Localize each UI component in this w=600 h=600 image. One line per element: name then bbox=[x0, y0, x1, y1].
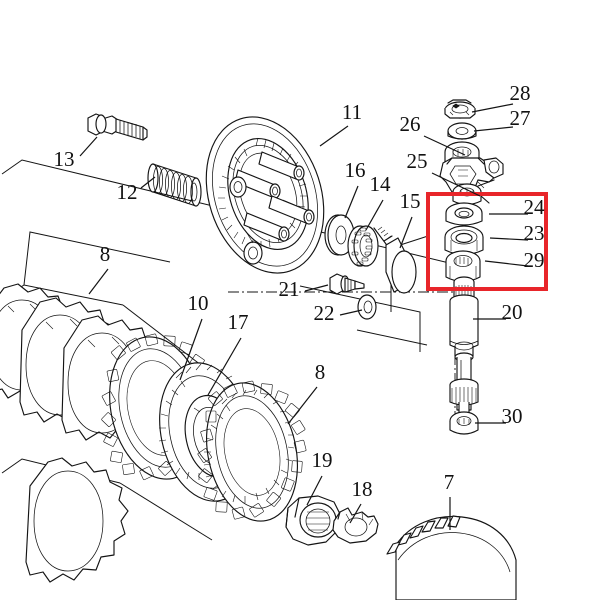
callout-number-12: 12 bbox=[117, 180, 138, 204]
part-11-pressure-plate bbox=[205, 116, 325, 274]
callout-number-30: 30 bbox=[502, 404, 523, 428]
part-30-circlip bbox=[449, 411, 479, 435]
part-22-washer bbox=[357, 294, 377, 320]
clutch-friction-plate-6 bbox=[197, 380, 307, 522]
part-13-bolt bbox=[87, 113, 148, 141]
callout-number-8: 8 bbox=[100, 242, 111, 266]
part-20-shaft bbox=[449, 276, 479, 415]
leader-lines bbox=[79, 103, 529, 530]
callout-number-25: 25 bbox=[407, 149, 428, 173]
callout-number-29: 29 bbox=[524, 248, 545, 272]
callout-number-10: 10 bbox=[188, 291, 209, 315]
part-14-thrust-bearing bbox=[347, 225, 379, 267]
part-18-lock-washer bbox=[332, 507, 379, 544]
callout-number-13: 13 bbox=[54, 147, 75, 171]
part-21-screw bbox=[329, 273, 365, 295]
part-12-spring bbox=[147, 163, 202, 207]
callout-number-27: 27 bbox=[510, 106, 531, 130]
part-23-ball-bearing bbox=[444, 225, 484, 256]
part-15-push-rod bbox=[373, 226, 417, 294]
part-28-castle-nut bbox=[444, 99, 476, 119]
callout-number-17: 17 bbox=[228, 310, 249, 334]
part-24-oil-seal bbox=[445, 202, 483, 226]
part-27-washer bbox=[447, 122, 477, 140]
callout-number-18: 18 bbox=[352, 477, 373, 501]
callout-number-23: 23 bbox=[524, 221, 545, 245]
red-highlight-box bbox=[426, 192, 548, 291]
callout-number-15: 15 bbox=[400, 189, 421, 213]
clutch-plate-fragment-bottom bbox=[25, 457, 129, 583]
callout-number-26: 26 bbox=[400, 112, 421, 136]
callout-number-19: 19 bbox=[312, 448, 333, 472]
callout-number-20: 20 bbox=[502, 300, 523, 324]
callout-number-16: 16 bbox=[345, 158, 366, 182]
callout-number-7: 7 bbox=[444, 470, 455, 494]
callout-number-8: 8 bbox=[315, 360, 326, 384]
clutch-plate-stack bbox=[0, 283, 307, 583]
callout-number-21: 21 bbox=[279, 277, 300, 301]
part-19-nut bbox=[285, 495, 341, 546]
callout-number-22: 22 bbox=[314, 301, 335, 325]
callout-number-24: 24 bbox=[524, 195, 546, 219]
part-29-needle-bearing bbox=[445, 250, 481, 283]
shaft-gear-splines bbox=[449, 378, 479, 406]
callout-number-28: 28 bbox=[510, 81, 531, 105]
callout-number-11: 11 bbox=[342, 100, 362, 124]
part-7-driven-gear bbox=[386, 515, 517, 600]
callout-number-14: 14 bbox=[370, 172, 392, 196]
